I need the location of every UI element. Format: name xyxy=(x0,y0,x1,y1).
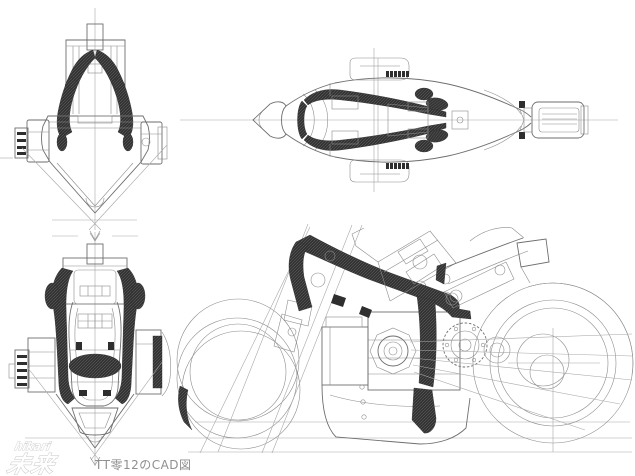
side-view xyxy=(176,223,634,454)
watermark-line1: hikari xyxy=(13,440,52,453)
rear-wheel xyxy=(472,282,634,452)
watermark-logo: hikari 未来 xyxy=(4,440,60,476)
front-wheel xyxy=(176,298,301,450)
rear-view xyxy=(8,232,172,466)
front-view xyxy=(14,8,168,241)
seat-tail xyxy=(435,227,550,309)
baseline-guide xyxy=(0,157,632,439)
frame-spine xyxy=(288,234,472,388)
top-view-vent-squares xyxy=(386,71,409,169)
watermark-line2: 未来 xyxy=(5,452,60,476)
caption-text: TT零12のCAD図 xyxy=(94,458,192,472)
engine xyxy=(321,280,511,445)
top-view xyxy=(180,48,618,192)
